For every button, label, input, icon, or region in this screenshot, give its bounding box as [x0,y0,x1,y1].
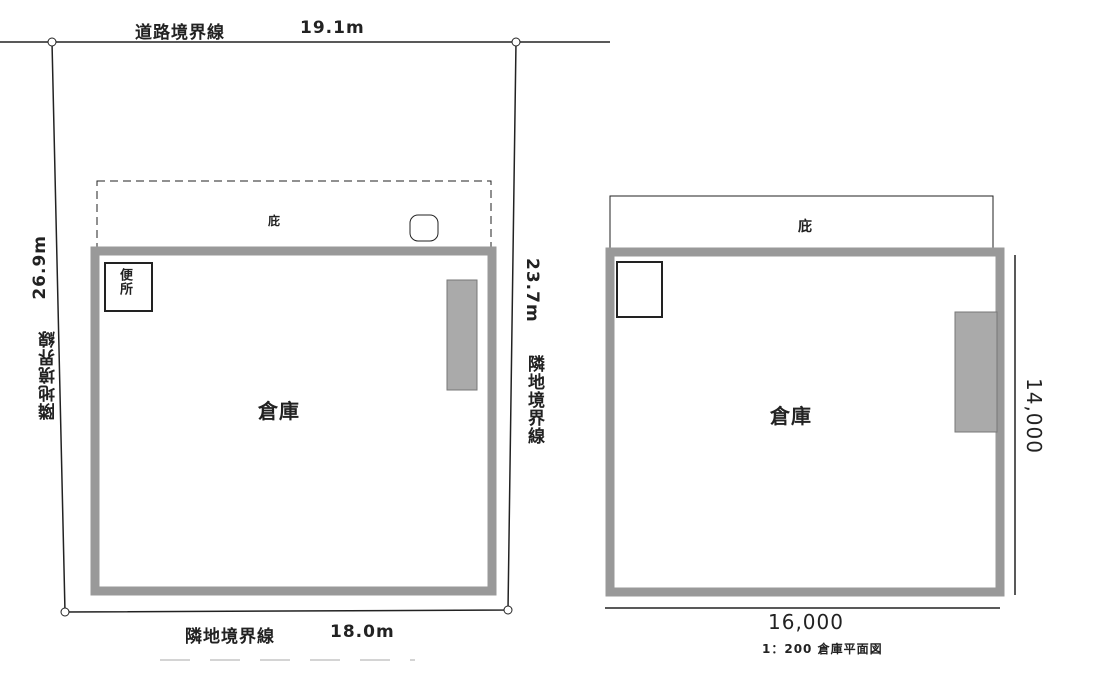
left-boundary-label: 隣地境界線 [39,330,59,420]
bottom-length: 18.0m [330,622,395,642]
toilet-label: 便所 [117,268,132,296]
right-length: 23.7m [522,258,542,323]
left-length: 26.9m [30,235,50,300]
right-boundary-label: 隣地境界線 [524,355,544,445]
drawing-caption: 1：200 倉庫平面図 [762,642,883,656]
stair [446,279,478,391]
canopy-outline [96,180,492,252]
top-boundary-label: 道路境界線 [135,23,225,43]
depth-dimension: 14,000 [1022,378,1046,454]
room-label-left: 倉庫 [258,399,300,423]
bottom-boundary-label: 隣地境界線 [185,627,275,647]
room-label-right: 倉庫 [770,404,812,428]
canopy-label-right: 庇 [798,219,813,235]
canopy-label-left: 庇 [268,214,282,228]
toilet-room [104,262,153,312]
site-boundary [51,41,517,613]
width-dimension: 16,000 [768,610,844,634]
warehouse-wall-left [90,246,497,596]
warehouse-wall-right [605,247,1005,597]
top-length: 19.1m [300,18,365,38]
